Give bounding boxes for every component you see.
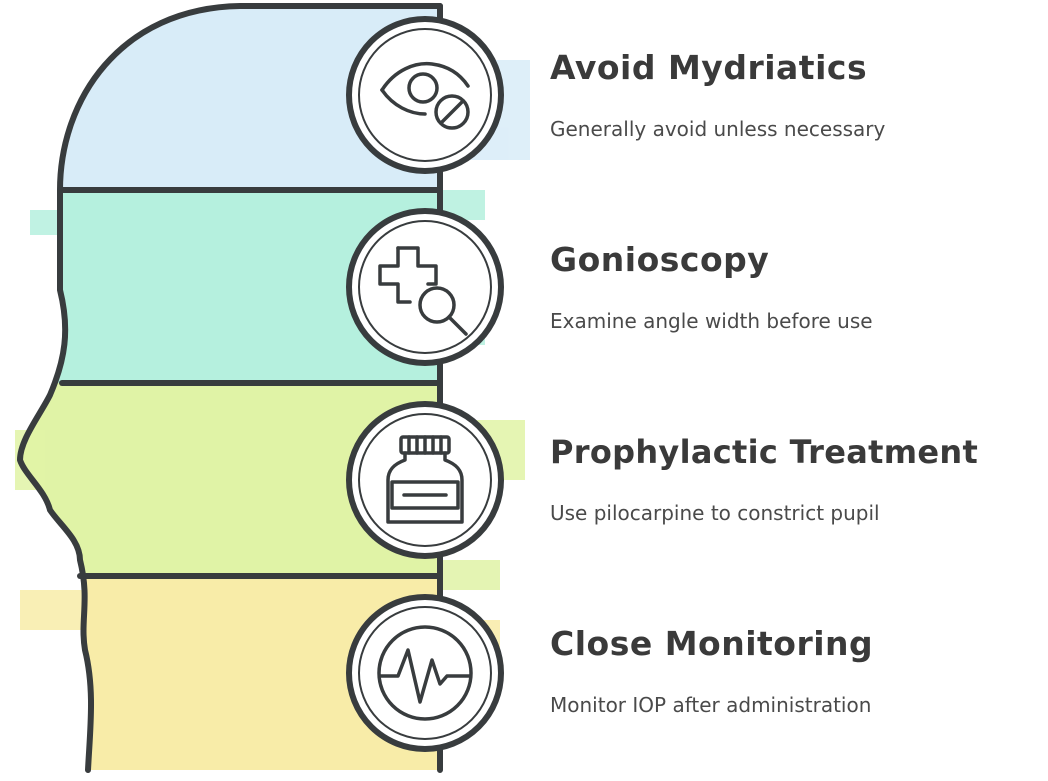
medical-cross-magnifier-icon — [378, 246, 468, 336]
item-title: Avoid Mydriatics — [550, 48, 868, 87]
item-title: Close Monitoring — [550, 624, 874, 663]
head-outline — [17, 3, 443, 773]
heartbeat-monitor-icon — [377, 625, 473, 721]
medicine-bottle-icon — [386, 435, 464, 524]
icon-circle-3 — [346, 401, 504, 559]
item-title: Prophylactic Treatment — [550, 433, 979, 471]
item-prophylactic-treatment: Prophylactic Treatment Use pilocarpine t… — [550, 432, 1045, 526]
item-title: Gonioscopy — [550, 240, 770, 279]
item-close-monitoring: Close Monitoring Monitor IOP after admin… — [550, 624, 1045, 718]
item-description: Generally avoid unless necessary — [550, 117, 886, 141]
icon-circle-2 — [346, 208, 504, 366]
item-description: Monitor IOP after administration — [550, 693, 872, 717]
icon-circle-4 — [346, 594, 504, 752]
item-description: Examine angle width before use — [550, 309, 873, 333]
band-dividers — [59, 187, 443, 579]
item-description: Use pilocarpine to constrict pupil — [550, 501, 880, 525]
icon-circle-1 — [346, 16, 504, 174]
item-gonioscopy: Gonioscopy Examine angle width before us… — [550, 240, 1045, 334]
item-avoid-mydriatics: Avoid Mydriatics Generally avoid unless … — [550, 48, 1045, 142]
eye-with-prohibition-icon — [380, 61, 470, 130]
